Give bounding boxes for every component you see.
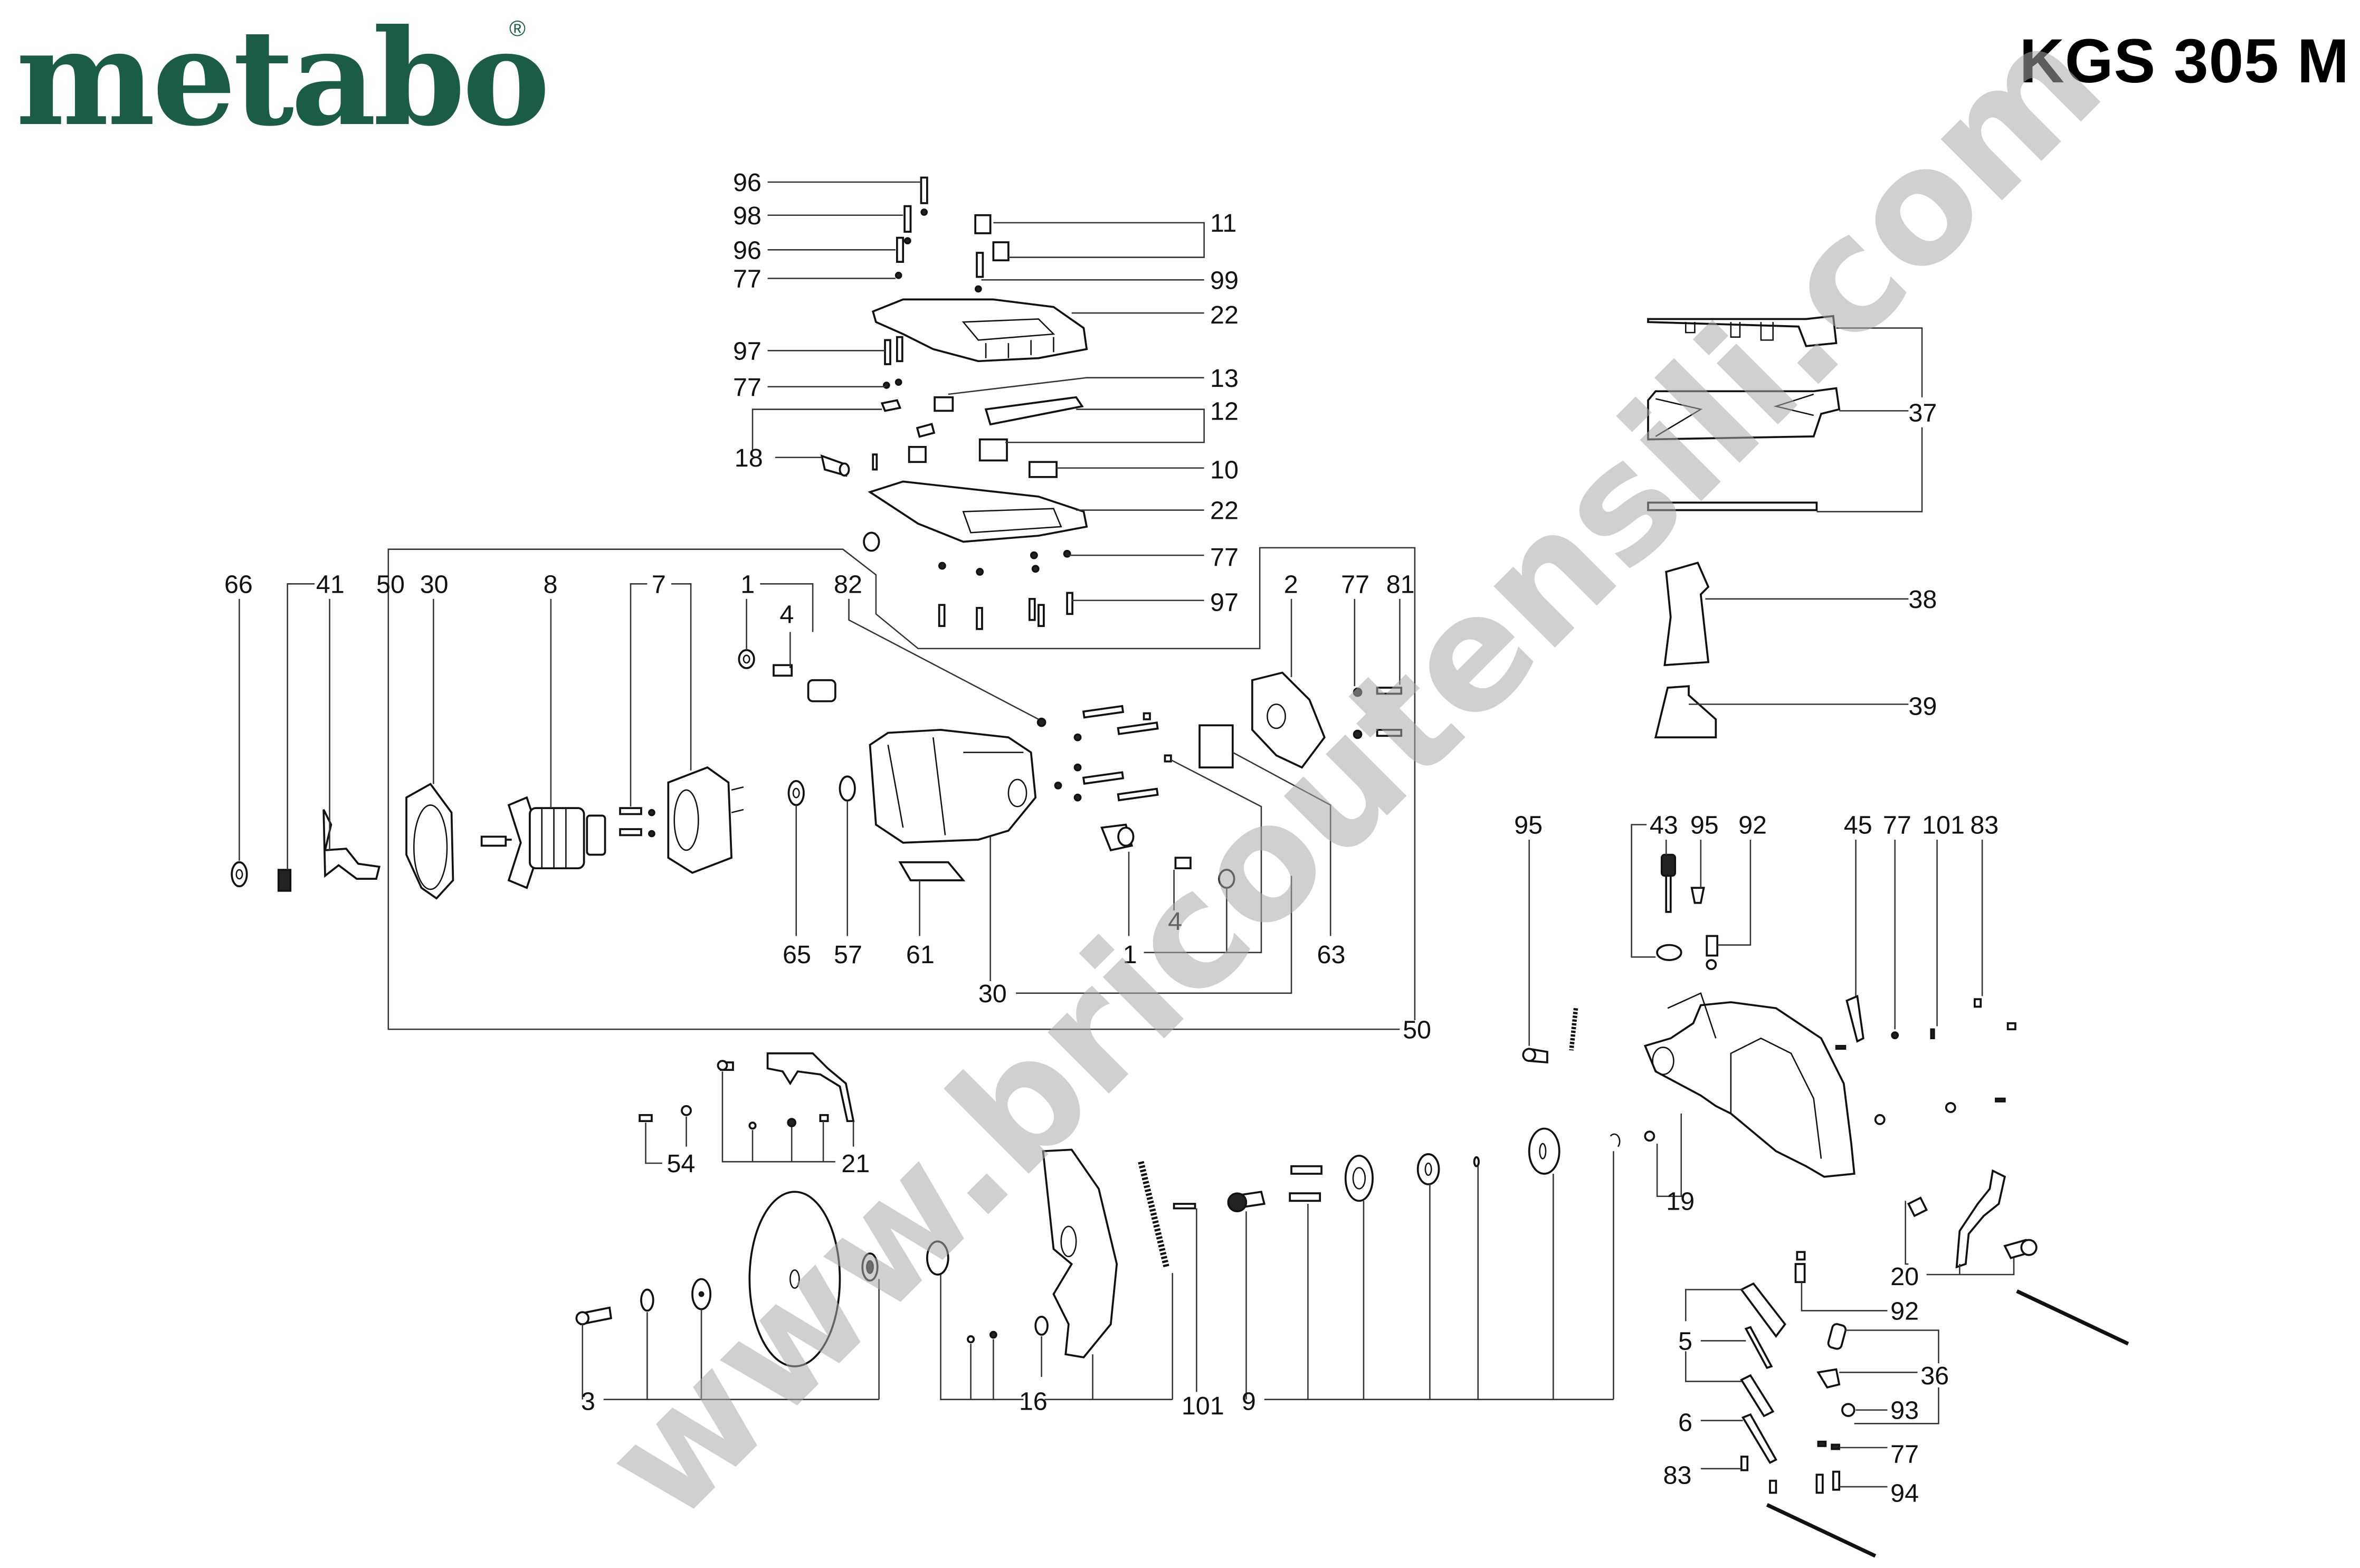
callout-10: 10 xyxy=(1210,456,1239,484)
callout-36: 36 xyxy=(1920,1362,1949,1390)
callout-22: 22 xyxy=(1210,301,1239,329)
callout-5: 5 xyxy=(1678,1327,1692,1356)
callout-12: 12 xyxy=(1210,397,1239,426)
callout-4: 4 xyxy=(1168,907,1182,936)
callout-97: 97 xyxy=(733,337,762,365)
callout-39: 39 xyxy=(1908,692,1937,720)
callout-21: 21 xyxy=(841,1149,870,1178)
shaft-assembly: 9 xyxy=(1227,1127,1655,1416)
callout-11: 11 xyxy=(1210,209,1236,237)
callout-13: 13 xyxy=(1210,364,1239,393)
callout-95: 95 xyxy=(1690,811,1719,840)
callout-3: 3 xyxy=(581,1388,595,1416)
model-title: KGS 305 M xyxy=(2019,26,2349,96)
handle-assembly: 96 98 96 77 97 77 18 11 99 22 13 12 10 2… xyxy=(733,168,1239,630)
callout-96: 96 xyxy=(733,168,762,197)
registered-mark: ® xyxy=(509,16,526,41)
callout-82: 82 xyxy=(834,570,862,598)
callout-50: 50 xyxy=(1403,1015,1431,1044)
callout-77: 77 xyxy=(733,373,762,402)
callout-77: 77 xyxy=(1883,811,1911,840)
callout-66: 66 xyxy=(224,570,253,598)
callout-57: 57 xyxy=(834,940,862,969)
callout-41: 41 xyxy=(316,570,345,598)
callout-93: 93 xyxy=(1890,1396,1919,1425)
upper-guard-assembly: 95 43 95 92 45 77 101 83 19 xyxy=(1514,811,2016,1215)
callout-77: 77 xyxy=(733,265,762,293)
linkage-assembly: 20 92 5 36 6 93 77 83 94 xyxy=(1663,1169,2129,1558)
callout-97: 97 xyxy=(1210,588,1239,617)
callout-101: 101 xyxy=(1182,1392,1224,1420)
callout-18: 18 xyxy=(735,444,763,472)
callout-96: 96 xyxy=(733,236,762,264)
callout-1: 1 xyxy=(1123,940,1137,969)
callout-83: 83 xyxy=(1970,811,1999,840)
callout-101: 101 xyxy=(1922,811,1965,840)
callout-83: 83 xyxy=(1663,1461,1692,1489)
callout-4: 4 xyxy=(779,600,794,629)
callout-98: 98 xyxy=(733,202,762,230)
callout-61: 61 xyxy=(906,940,935,969)
blade-assembly: 54 21 3 16 101 xyxy=(575,1052,1224,1420)
callout-2: 2 xyxy=(1284,570,1298,598)
callout-43: 43 xyxy=(1650,811,1678,840)
callout-37: 37 xyxy=(1908,398,1937,427)
callout-45: 45 xyxy=(1844,811,1872,840)
callout-30: 30 xyxy=(978,980,1007,1008)
cover-parts: 37 38 39 xyxy=(1647,315,1937,738)
callout-54: 54 xyxy=(667,1149,695,1178)
callout-77: 77 xyxy=(1890,1440,1919,1468)
callout-77: 77 xyxy=(1341,570,1369,598)
callout-65: 65 xyxy=(783,940,811,969)
brand-wordmark: metabo xyxy=(16,0,550,155)
motor-assembly: 66 41 50 30 8 7 1 4 82 2 77 81 65 57 61 … xyxy=(224,547,1431,1044)
callout-38: 38 xyxy=(1908,585,1937,614)
callout-30: 30 xyxy=(420,570,449,598)
callout-92: 92 xyxy=(1738,811,1767,840)
callout-16: 16 xyxy=(1019,1388,1048,1416)
callout-1: 1 xyxy=(740,570,755,598)
callout-9: 9 xyxy=(1242,1388,1256,1416)
callout-99: 99 xyxy=(1210,266,1239,294)
callout-8: 8 xyxy=(544,570,558,598)
callout-19: 19 xyxy=(1666,1187,1695,1215)
callout-63: 63 xyxy=(1317,940,1346,969)
callout-92: 92 xyxy=(1890,1297,1919,1326)
callout-6: 6 xyxy=(1678,1409,1692,1437)
callout-20: 20 xyxy=(1890,1262,1919,1291)
callout-50: 50 xyxy=(376,570,405,598)
callout-95: 95 xyxy=(1514,811,1543,840)
callout-7: 7 xyxy=(652,570,666,598)
callout-77: 77 xyxy=(1210,543,1239,572)
callout-94: 94 xyxy=(1890,1479,1919,1508)
callout-81: 81 xyxy=(1386,570,1415,598)
callout-22: 22 xyxy=(1210,497,1239,525)
